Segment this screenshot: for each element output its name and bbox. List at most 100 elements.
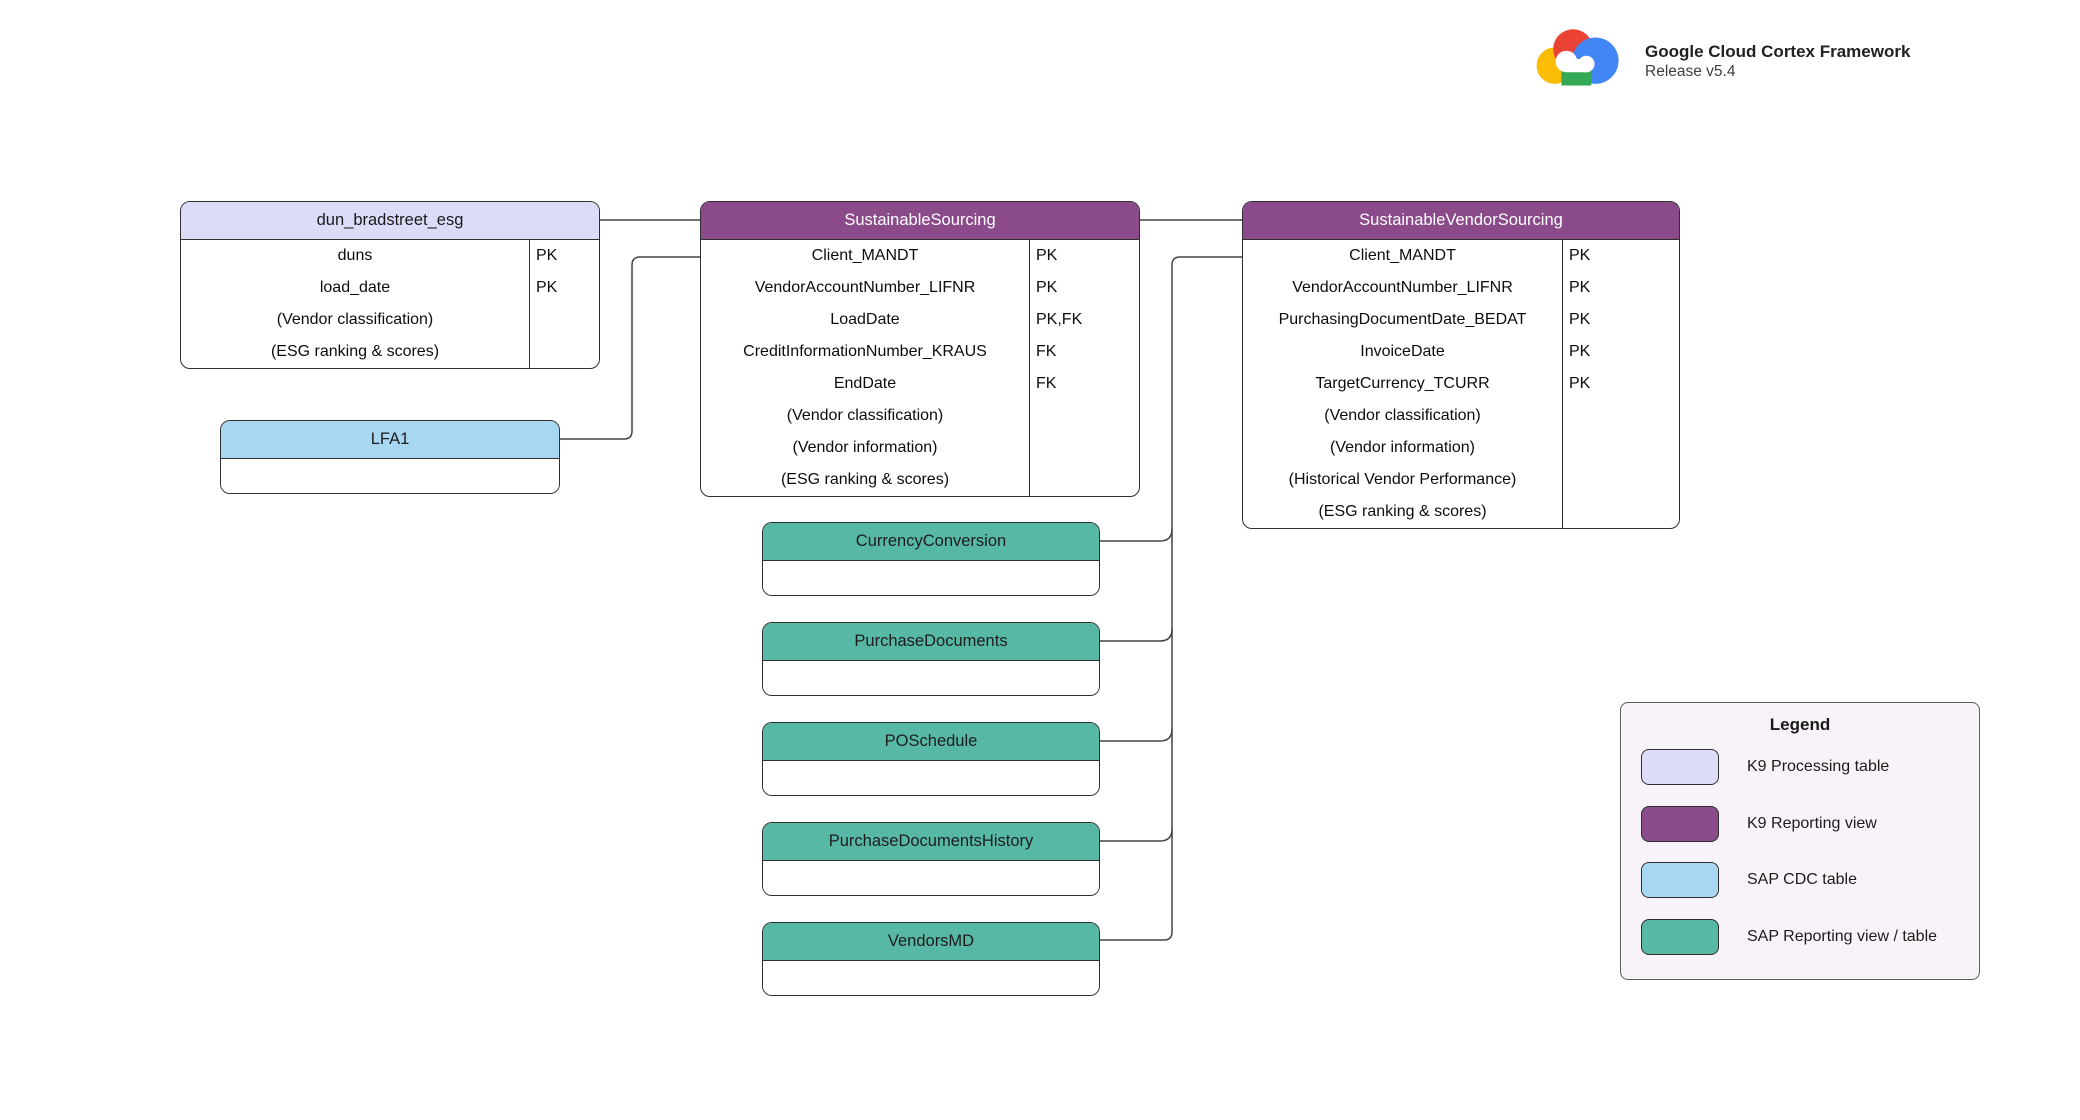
table-row: (Vendor information) <box>1243 432 1679 464</box>
table-sustainable-sourcing: SustainableSourcing Client_MANDT PK Vend… <box>700 201 1140 497</box>
table-row: PurchasingDocumentDate_BEDAT PK <box>1243 304 1679 336</box>
field-name: VendorAccountNumber_LIFNR <box>1292 279 1513 296</box>
legend-item: SAP Reporting view / table <box>1641 909 1959 966</box>
empty-row <box>763 861 1099 895</box>
field-key: PK <box>1562 368 1679 400</box>
table-row: Client_MANDT PK <box>701 240 1139 272</box>
field-key <box>1562 464 1679 496</box>
field-name: EndDate <box>833 375 897 392</box>
table-title: PurchaseDocuments <box>854 632 1008 650</box>
legend: Legend K9 Processing table K9 Reporting … <box>1620 702 1980 980</box>
table-row: CreditInformationNumber_KRAUS FK <box>701 336 1139 368</box>
field-key: FK <box>1029 336 1139 368</box>
field-name: (Vendor information) <box>792 439 938 456</box>
field-name: TargetCurrency_TCURR <box>1315 375 1490 392</box>
field-key <box>1562 432 1679 464</box>
field-key <box>529 304 599 336</box>
field-name: Client_MANDT <box>811 247 919 264</box>
table-title: SustainableSourcing <box>844 211 996 229</box>
google-cloud-logo-icon <box>1525 29 1631 101</box>
field-name: (Vendor information) <box>1330 439 1475 456</box>
table-header-currency-conversion: CurrencyConversion <box>763 523 1099 561</box>
table-header-vendors-md: VendorsMD <box>763 923 1099 961</box>
legend-label: SAP CDC table <box>1747 871 1857 889</box>
field-name: PurchasingDocumentDate_BEDAT <box>1278 311 1527 328</box>
empty-row <box>763 761 1099 795</box>
empty-row <box>221 459 559 493</box>
field-name: (ESG ranking & scores) <box>270 343 440 360</box>
connector-currencyconversion-stub <box>1100 528 1173 542</box>
field-name: CreditInformationNumber_KRAUS <box>743 343 987 360</box>
legend-item: SAP CDC table <box>1641 852 1959 909</box>
connector-purchasedocuments-stub <box>1100 628 1173 642</box>
field-key: PK <box>529 240 599 272</box>
field-key: PK <box>1562 272 1679 304</box>
legend-label: SAP Reporting view / table <box>1747 927 1938 945</box>
release-version: Release v5.4 <box>1645 62 1736 80</box>
empty-row <box>763 661 1099 695</box>
empty-row <box>763 561 1099 595</box>
field-key <box>1029 432 1139 464</box>
field-key: PK <box>1562 304 1679 336</box>
field-key: PK <box>1562 336 1679 368</box>
table-vendors-md: VendorsMD <box>762 922 1100 996</box>
field-name: duns <box>337 247 373 264</box>
legend-title: Legend <box>1769 715 1831 734</box>
field-key <box>1562 496 1679 528</box>
table-row: (Vendor classification) <box>1243 400 1679 432</box>
table-row: load_date PK <box>181 272 599 304</box>
legend-item: K9 Processing table <box>1641 739 1959 796</box>
empty-row <box>763 961 1099 995</box>
app-title: Google Cloud Cortex Framework <box>1645 41 1911 61</box>
table-row: EndDate FK <box>701 368 1139 400</box>
table-row: TargetCurrency_TCURR PK <box>1243 368 1679 400</box>
table-header-po-schedule: POSchedule <box>763 723 1099 761</box>
table-row: (Vendor information) <box>701 432 1139 464</box>
field-name: InvoiceDate <box>1360 343 1445 360</box>
legend-item: K9 Reporting view <box>1641 796 1959 853</box>
field-key <box>529 336 599 368</box>
field-name: (ESG ranking & scores) <box>1318 503 1487 520</box>
legend-swatch-k9-reporting <box>1641 805 1719 842</box>
table-row: (ESG ranking & scores) <box>701 464 1139 496</box>
connector-purchasedocumentshistory-stub <box>1100 828 1173 842</box>
table-row: VendorAccountNumber_LIFNR PK <box>701 272 1139 304</box>
field-name: LoadDate <box>830 311 900 328</box>
table-title: CurrencyConversion <box>855 532 1007 550</box>
table-row: duns PK <box>181 240 599 272</box>
field-key: PK <box>529 272 599 304</box>
brand-header: Google Cloud Cortex Framework Release v5… <box>1525 14 1910 104</box>
table-sustainable-vendor-sourcing: SustainableVendorSourcing Client_MANDT P… <box>1242 201 1680 529</box>
table-header-dun-bradstreet-esg: dun_bradstreet_esg <box>181 202 599 240</box>
field-name: (Historical Vendor Performance) <box>1288 471 1517 488</box>
field-key: PK <box>1029 272 1139 304</box>
table-purchase-documents: PurchaseDocuments <box>762 622 1100 696</box>
table-title: POSchedule <box>884 732 978 750</box>
field-key: PK <box>1562 240 1679 272</box>
table-header-sustainable-vendor-sourcing: SustainableVendorSourcing <box>1243 202 1679 240</box>
field-name: load_date <box>319 279 391 296</box>
table-lfa1: LFA1 <box>220 420 560 494</box>
table-title: VendorsMD <box>887 932 975 950</box>
table-row: InvoiceDate PK <box>1243 336 1679 368</box>
field-name: (Vendor classification) <box>276 311 434 328</box>
legend-label: K9 Processing table <box>1747 758 1890 776</box>
table-title: SustainableVendorSourcing <box>1359 211 1563 229</box>
field-key <box>1029 464 1139 496</box>
legend-label: K9 Reporting view <box>1747 814 1877 832</box>
table-header-lfa1: LFA1 <box>221 421 559 459</box>
table-title: LFA1 <box>370 430 410 448</box>
field-name: VendorAccountNumber_LIFNR <box>754 279 976 296</box>
field-name: Client_MANDT <box>1349 247 1456 264</box>
field-key: PK <box>1029 240 1139 272</box>
field-name: (ESG ranking & scores) <box>780 471 950 488</box>
legend-swatch-k9-processing <box>1641 749 1719 786</box>
table-purchase-documents-history: PurchaseDocumentsHistory <box>762 822 1100 896</box>
table-dun-bradstreet-esg: dun_bradstreet_esg duns PK load_date PK … <box>180 201 600 369</box>
table-row: LoadDate PK,FK <box>701 304 1139 336</box>
table-row: Client_MANDT PK <box>1243 240 1679 272</box>
field-key: PK,FK <box>1029 304 1139 336</box>
field-key <box>1562 400 1679 432</box>
table-title: dun_bradstreet_esg <box>316 211 464 229</box>
